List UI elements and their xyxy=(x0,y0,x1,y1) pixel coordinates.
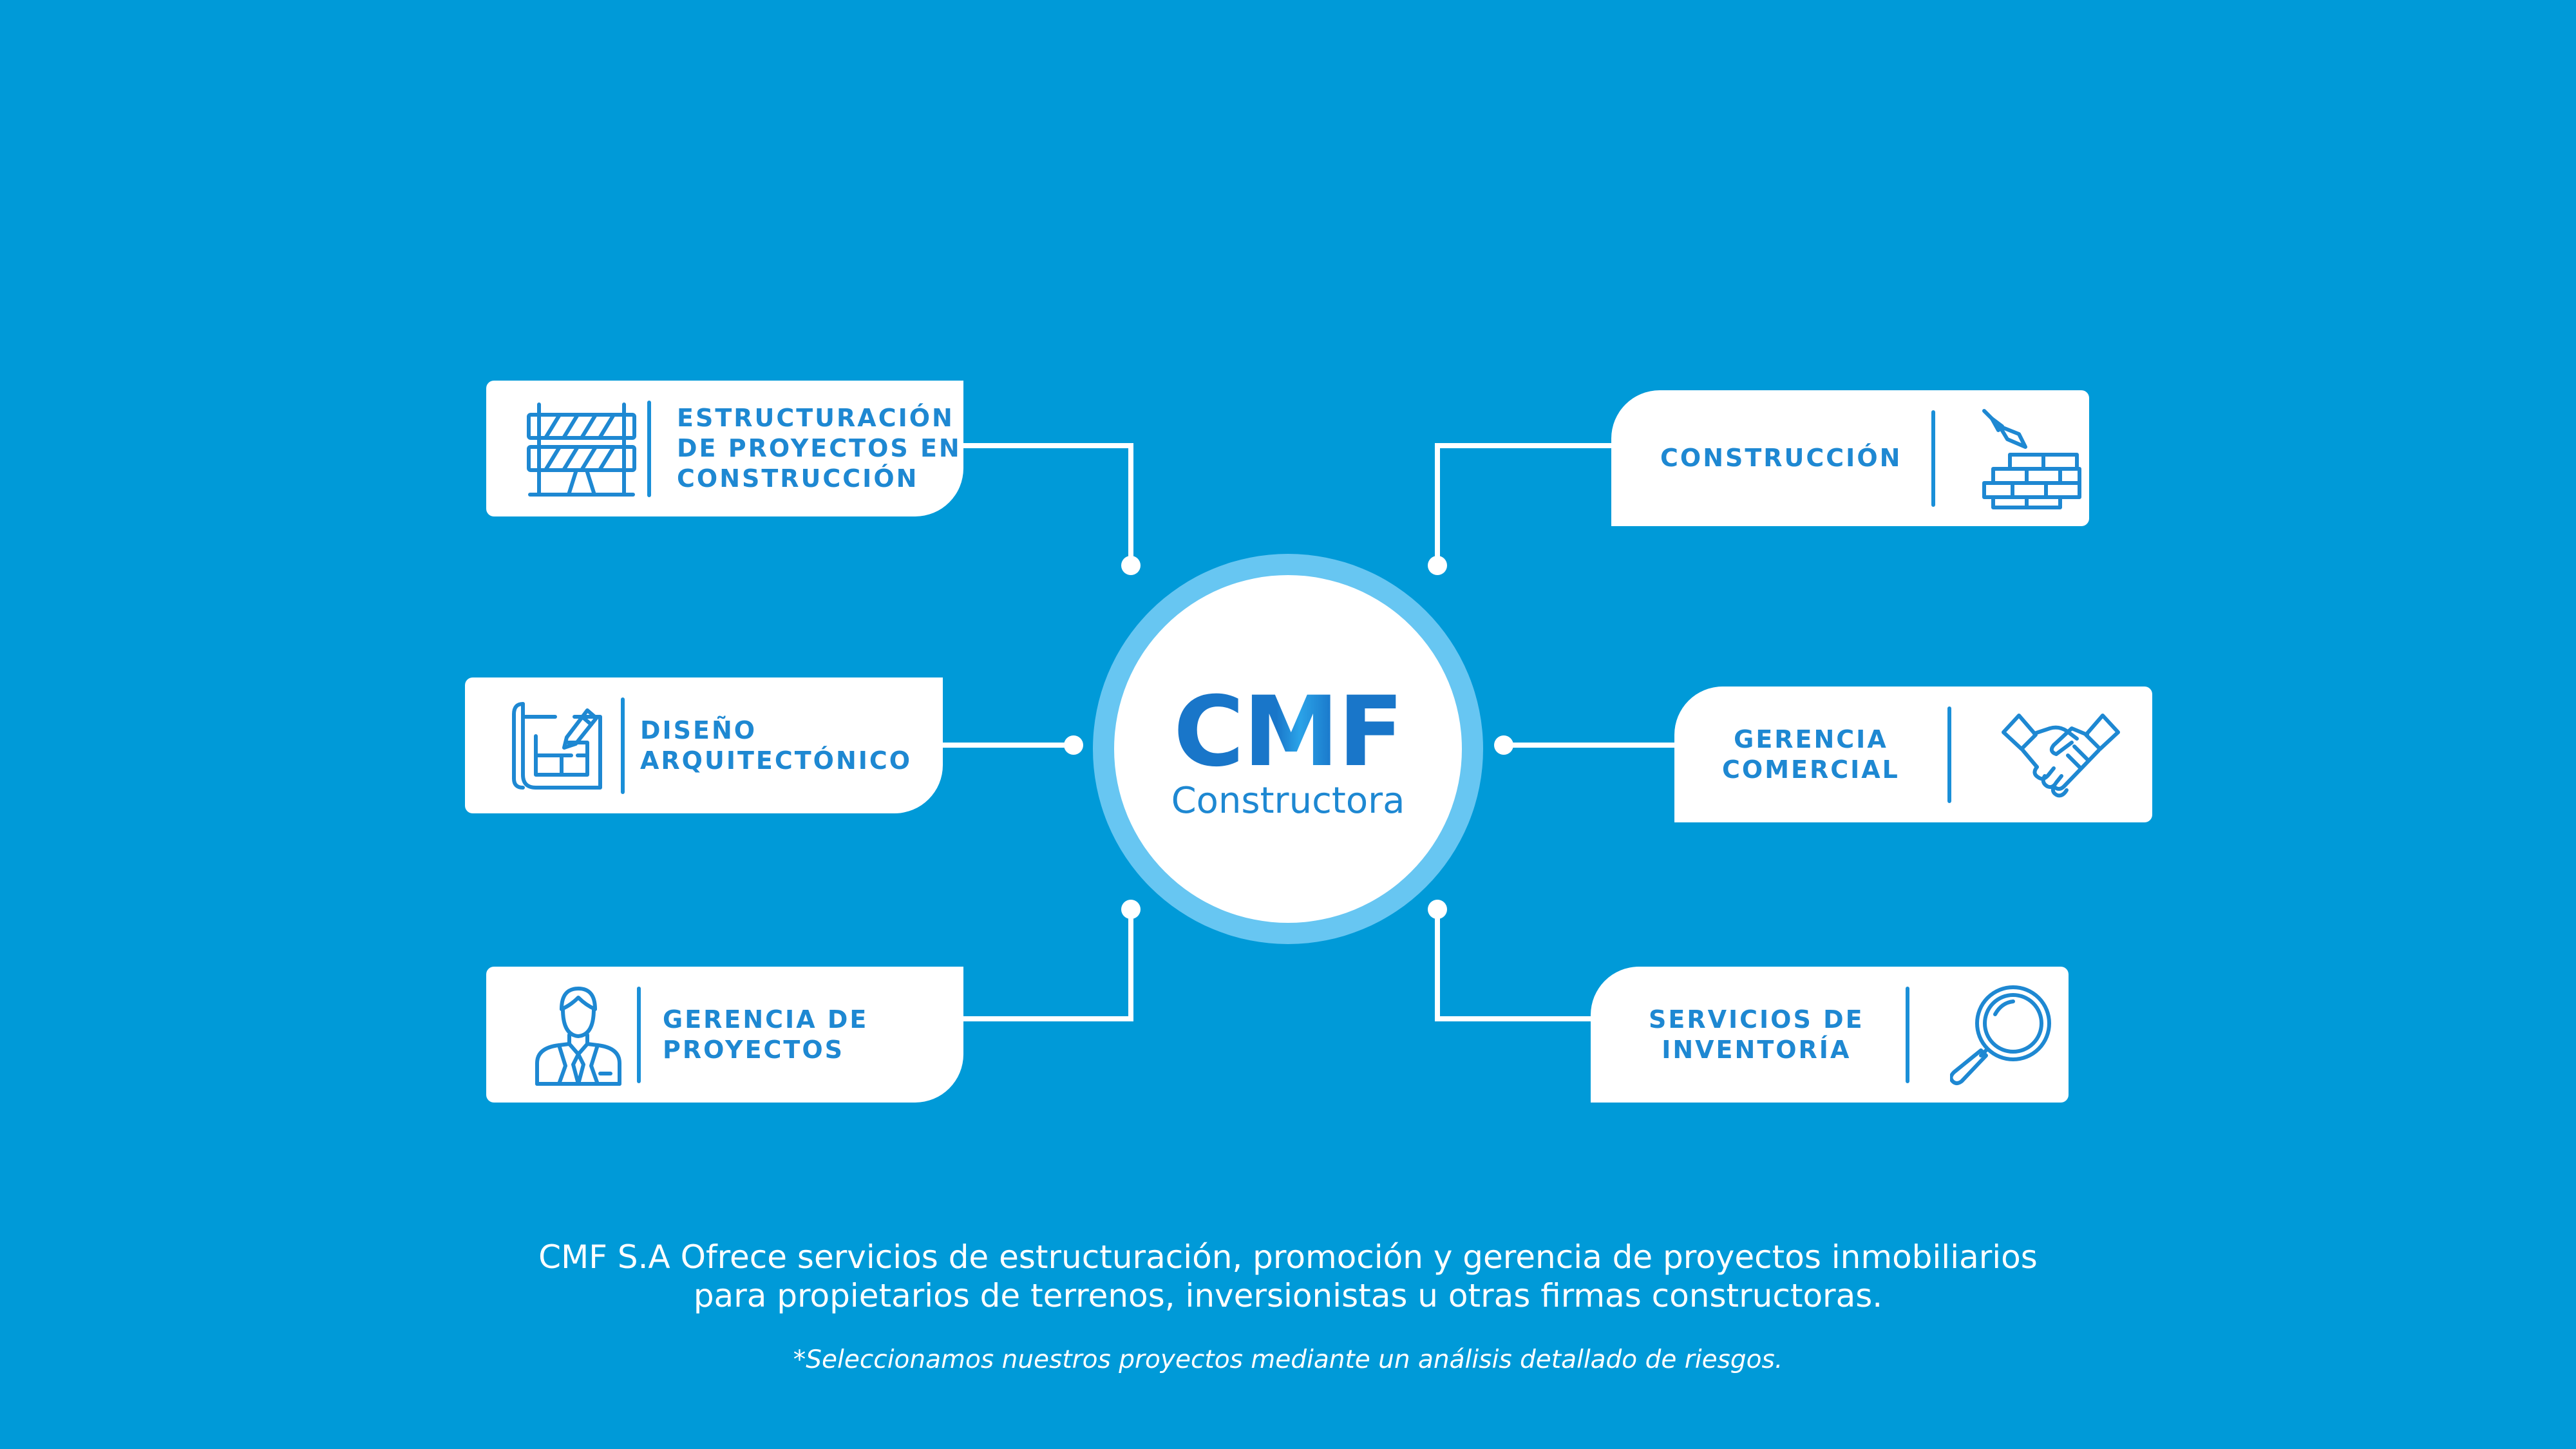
service-label: GERENCIA DE PROYECTOS xyxy=(663,1005,869,1064)
card-separator xyxy=(647,400,651,497)
service-card-inventoria: SERVICIOS DE INVENTORÍA xyxy=(1591,967,2069,1103)
connector-construccion xyxy=(1435,443,1611,565)
service-label: GERENCIA COMERCIAL xyxy=(1722,724,1900,784)
service-label: DISEÑO ARQUITECTÓNICO xyxy=(640,715,913,775)
connector-dot xyxy=(1428,556,1447,575)
connector-dot xyxy=(1121,900,1141,919)
connector-inventoria xyxy=(1435,909,1591,1021)
connector-dot xyxy=(1064,735,1083,755)
connector-dot xyxy=(1121,556,1141,575)
card-separator xyxy=(621,697,625,794)
logo-wordmark: CMF xyxy=(1173,676,1404,788)
service-card-gerencia-proyectos: GERENCIA DE PROYECTOS xyxy=(486,967,963,1103)
service-label: SERVICIOS DE INVENTORÍA xyxy=(1649,1005,1864,1064)
blueprint-pencil-icon xyxy=(504,697,613,794)
service-card-gerencia-comercial: GERENCIA COMERCIAL xyxy=(1674,687,2152,822)
service-card-estructuracion: ESTRUCTURACIÓN DE PROYECTOS EN CONSTRUCC… xyxy=(486,381,963,516)
construction-barrier-icon xyxy=(515,401,647,497)
brick-wall-trowel-icon xyxy=(1974,407,2090,510)
card-separator xyxy=(1931,410,1936,507)
logo-subtitle: Constructora xyxy=(1171,780,1405,822)
handshake-icon xyxy=(1996,706,2125,803)
businessman-icon xyxy=(530,983,627,1086)
footer-description: CMF S.A Ofrece servicios de estructuraci… xyxy=(538,1238,2038,1314)
magnifier-icon xyxy=(1947,983,2056,1086)
service-label: ESTRUCTURACIÓN DE PROYECTOS EN CONSTRUCC… xyxy=(677,404,961,493)
card-separator xyxy=(637,986,641,1083)
service-card-diseno: DISEÑO ARQUITECTÓNICO xyxy=(465,677,943,813)
cmf-logo: CMF Constructora xyxy=(1114,575,1462,923)
footer-note: *Seleccionamos nuestros proyectos median… xyxy=(793,1345,1783,1374)
connector-gerencia-proyectos xyxy=(963,909,1133,1021)
connector-dot xyxy=(1428,900,1447,919)
card-separator xyxy=(1905,986,1909,1083)
card-separator xyxy=(1947,706,1951,803)
connector-dot xyxy=(1494,735,1513,755)
service-card-construccion: CONSTRUCCIÓN xyxy=(1611,390,2089,526)
connector-estructuracion xyxy=(963,443,1133,565)
service-label: CONSTRUCCIÓN xyxy=(1660,444,1902,472)
